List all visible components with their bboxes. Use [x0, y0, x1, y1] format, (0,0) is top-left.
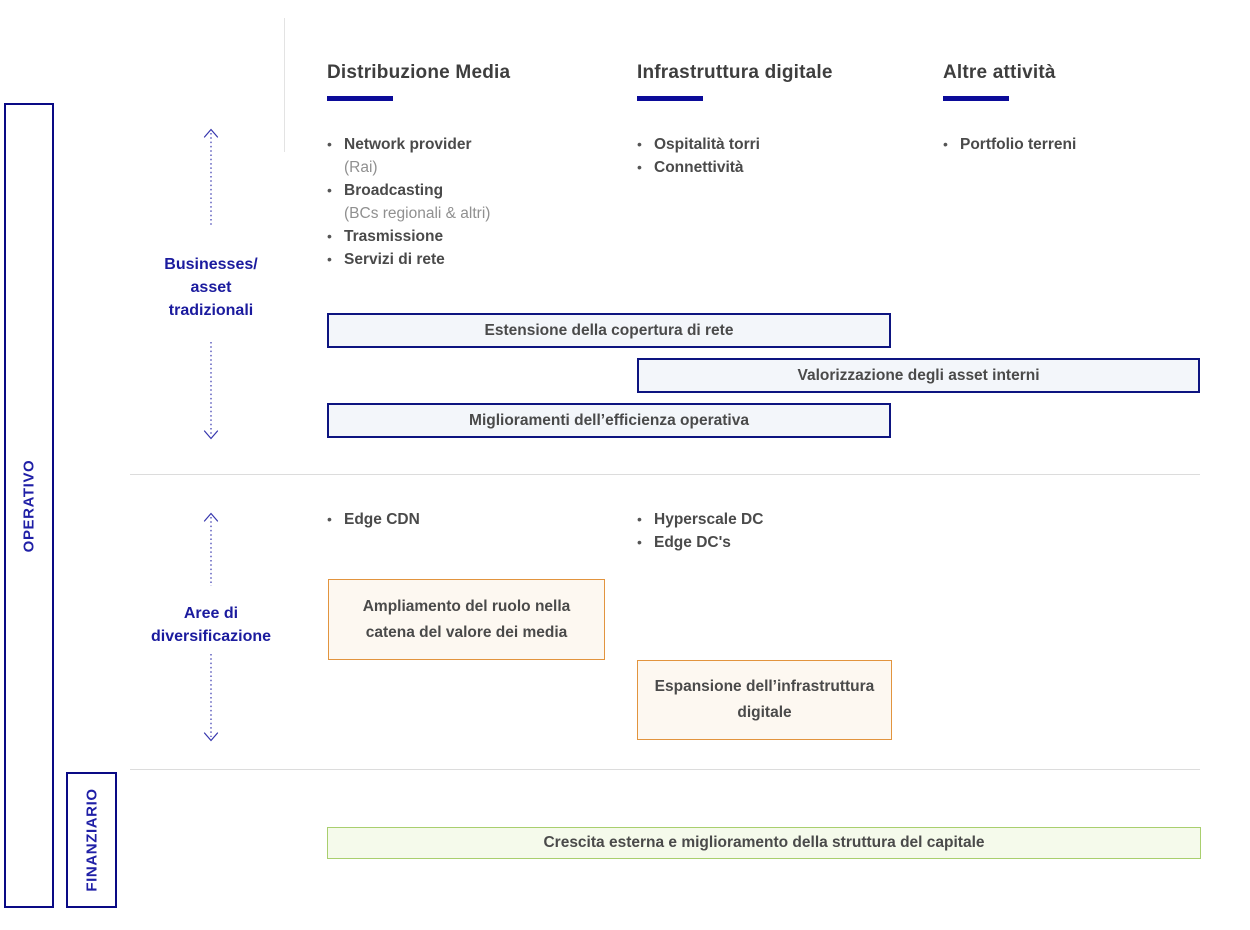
column-header-media: Distribuzione Media [327, 62, 511, 83]
initiative-text: Miglioramenti dell’efficienza operativa [469, 411, 749, 429]
list-item: • Servizi di rete [327, 248, 617, 271]
initiative-text: Valorizzazione degli asset interni [797, 366, 1040, 384]
bullet-label: Edge DC's [654, 534, 731, 551]
initiative-box-estensione: Estensione della copertura di rete [327, 313, 891, 348]
list-item: • Edge CDN [327, 508, 587, 531]
media-diversification-list: • Edge CDN [327, 508, 587, 531]
bullet-label: Broadcasting [344, 182, 444, 199]
list-item: • Ospitalità torri [637, 133, 897, 156]
initiative-box-miglioramenti: Miglioramenti dell’efficienza operativa [327, 403, 891, 438]
initiative-text: Ampliamento del ruolo nella catena del v… [362, 597, 571, 641]
column-header-infrastruttura: Infrastruttura digitale [637, 62, 833, 83]
list-item: • Trasmissione [327, 225, 617, 248]
list-item: • Connettività [637, 156, 897, 179]
section-divider [130, 769, 1200, 770]
bullet-sublabel: (Rai) [344, 159, 378, 176]
bullet-icon: • [327, 182, 332, 198]
finanziario-label: FINANZIARIO [83, 788, 100, 892]
infra-diversification-list: • Hyperscale DC • Edge DC's [637, 508, 897, 554]
column-header-altre: Altre attività [943, 62, 1056, 83]
initiative-box-valorizzazione: Valorizzazione degli asset interni [637, 358, 1200, 393]
bullet-icon: • [943, 136, 948, 152]
list-item: • Portfolio terreni [943, 133, 1183, 156]
bullet-label: Ospitalità torri [654, 136, 760, 153]
operativo-rail: OPERATIVO [4, 103, 54, 908]
list-item: • Network provider [327, 133, 617, 156]
bullet-icon: • [327, 228, 332, 244]
initiative-text: Crescita esterna e miglioramento della s… [543, 834, 985, 851]
media-traditional-list: • Network provider (Rai) • Broadcasting … [327, 133, 617, 271]
operativo-label: OPERATIVO [20, 459, 38, 552]
bullet-icon: • [637, 534, 642, 550]
initiative-box-ampliamento: Ampliamento del ruolo nella catena del v… [328, 579, 605, 660]
bullet-icon: • [327, 136, 332, 152]
bullet-label: Hyperscale DC [654, 511, 764, 528]
header-underline [327, 96, 393, 101]
row-label-line: Businesses/ [164, 256, 258, 273]
bullet-sublabel: (BCs regionali & altri) [344, 205, 491, 222]
bullet-icon: • [327, 511, 332, 527]
header-underline [637, 96, 703, 101]
row-label-line: tradizionali [168, 302, 254, 319]
list-item: • Edge DC's [637, 531, 897, 554]
bullet-label: Edge CDN [344, 511, 420, 528]
bullet-icon: • [637, 159, 642, 175]
list-item: • Broadcasting [327, 179, 617, 202]
bullet-label: Connettività [654, 159, 744, 176]
dotted-arrow-up-icon [203, 512, 219, 586]
bullet-label: Network provider [344, 136, 472, 153]
row-label-diversificazione: Aree di diversificazione [121, 602, 301, 648]
bullet-label: Portfolio terreni [960, 136, 1077, 153]
bullet-label: Servizi di rete [344, 251, 445, 268]
initiative-text: Espansione dell’infrastruttura digitale [654, 678, 875, 721]
dotted-arrow-down-icon [203, 654, 219, 742]
infra-traditional-list: • Ospitalità torri • Connettività [637, 133, 897, 179]
row-label-line: Aree di [183, 605, 239, 622]
other-traditional-list: • Portfolio terreni [943, 133, 1183, 156]
bullet-icon: • [637, 511, 642, 527]
section-divider [130, 474, 1200, 475]
row-label-line: asset [190, 279, 232, 296]
initiative-box-espansione: Espansione dell’infrastruttura digitale [637, 660, 892, 740]
dotted-arrow-down-icon [203, 342, 219, 440]
header-underline [943, 96, 1009, 101]
row-label-line: diversificazione [150, 628, 272, 645]
list-item: • Hyperscale DC [637, 508, 897, 531]
dotted-arrow-up-icon [203, 128, 219, 226]
bullet-icon: • [327, 251, 332, 267]
finanziario-rail: FINANZIARIO [66, 772, 117, 908]
initiative-text: Estensione della copertura di rete [484, 321, 734, 339]
bullet-icon: • [637, 136, 642, 152]
bullet-label: Trasmissione [344, 228, 444, 245]
row-label-tradizionali: Businesses/ asset tradizionali [121, 253, 301, 322]
initiative-box-crescita: Crescita esterna e miglioramento della s… [327, 827, 1201, 859]
column-guide-line [284, 18, 285, 152]
